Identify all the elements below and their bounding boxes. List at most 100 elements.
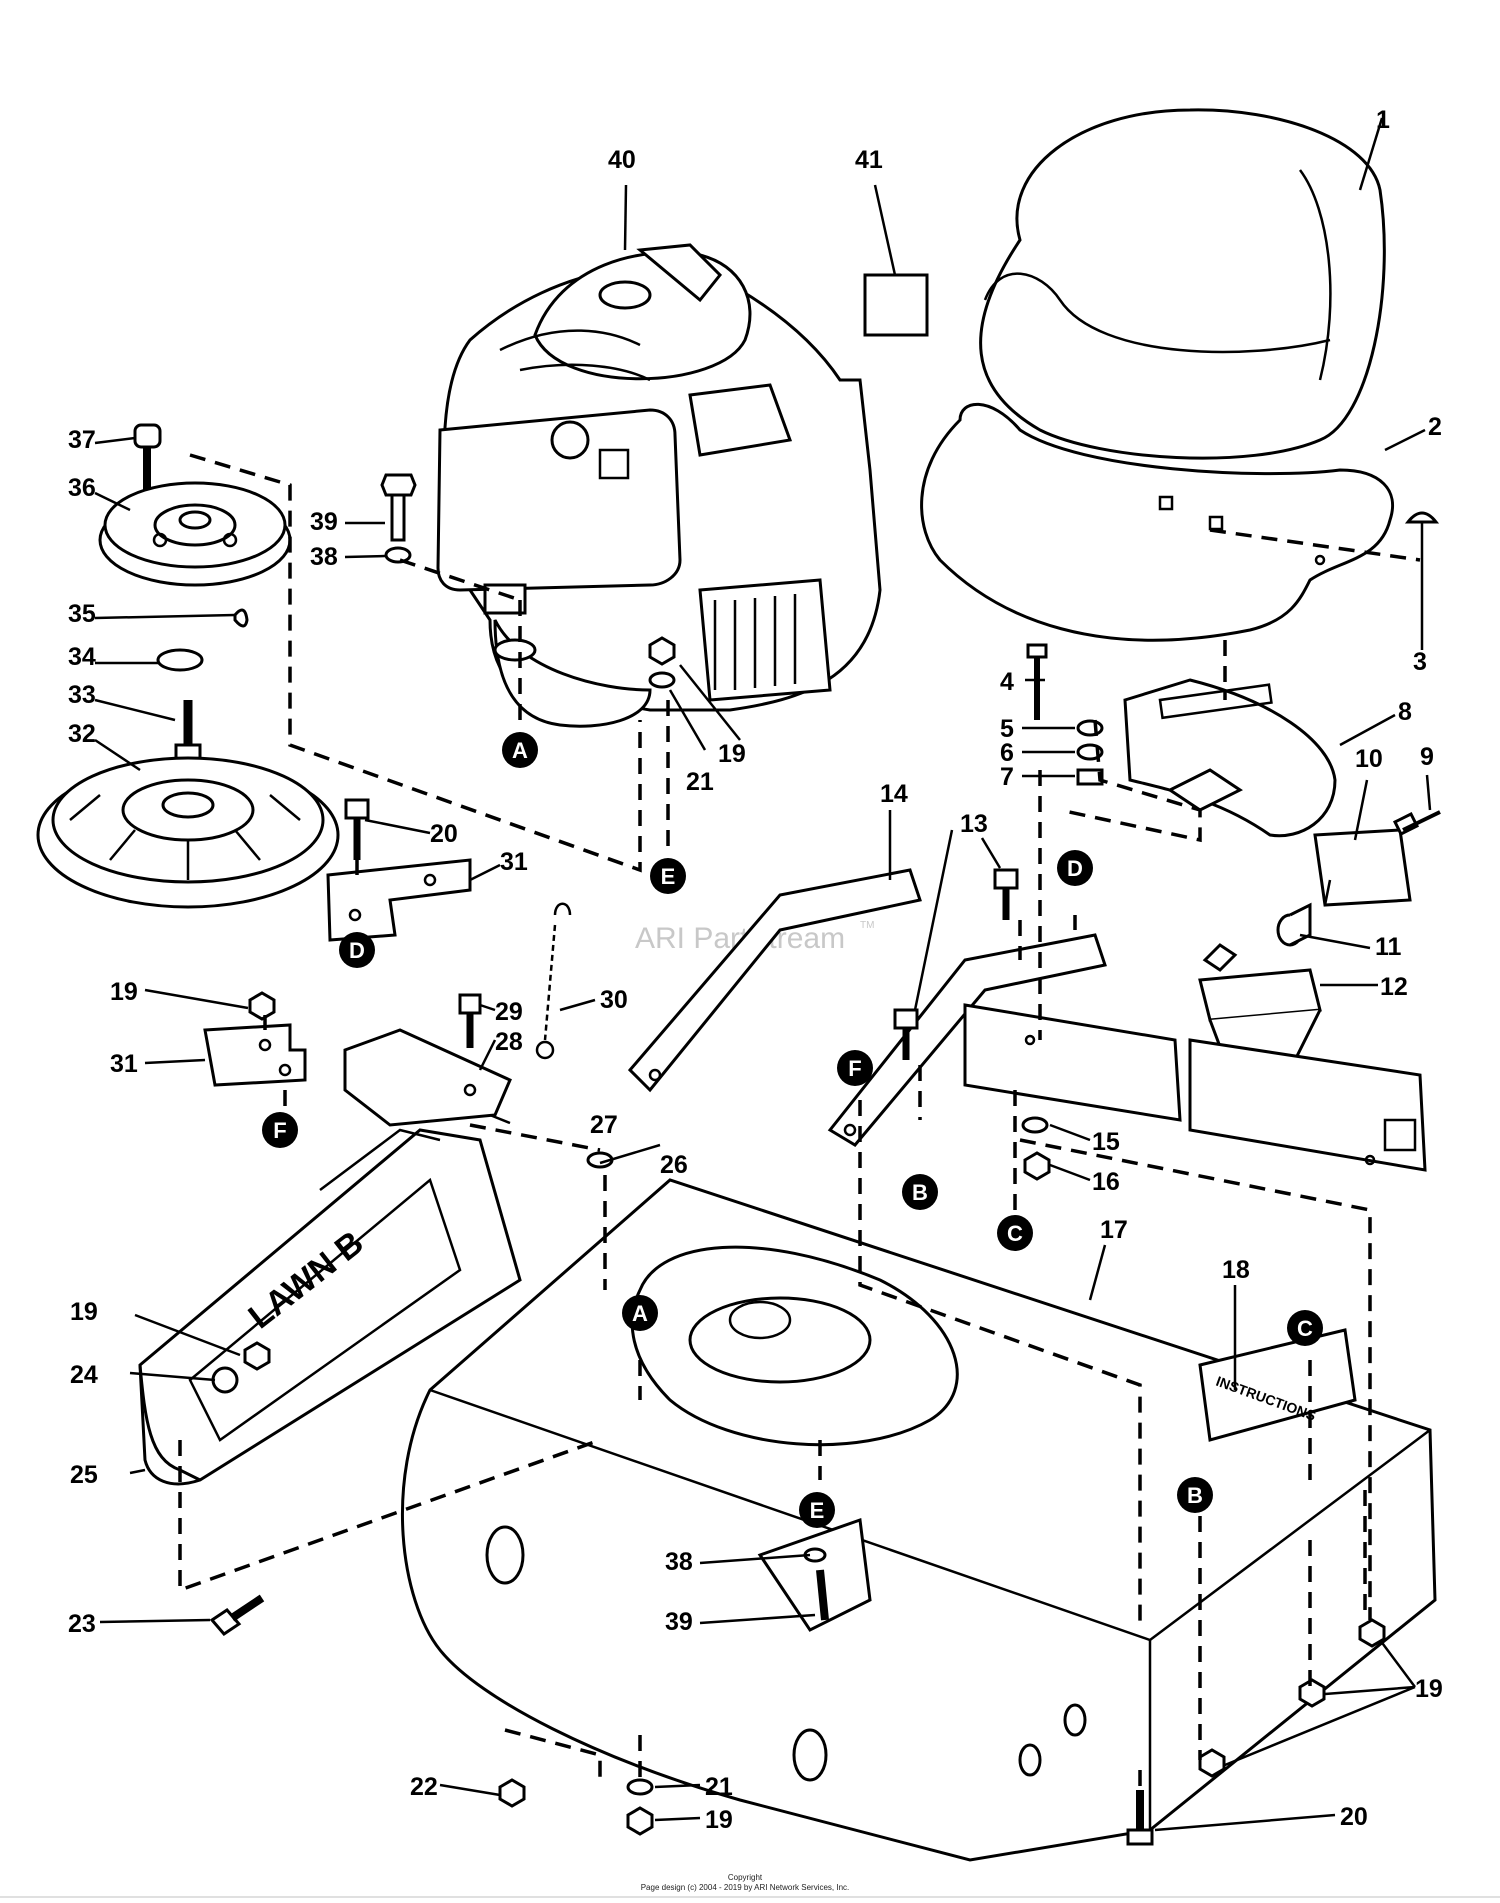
label-10: 10 [1355,745,1383,773]
label-23: 23 [68,1610,96,1638]
seat-bolt [1404,511,1440,565]
callout-D-frame: D [1057,850,1093,886]
frame-rail-14 [627,868,922,1093]
belt-guard: LAWN B [138,1128,522,1486]
label-21-engine: 21 [686,768,714,796]
washer-21-lower [626,1778,654,1796]
copyright-heading: Copyright [728,1873,763,1882]
plate-31-upper [326,858,472,942]
label-35: 35 [68,600,96,628]
label-27: 27 [590,1111,618,1139]
label-31-upper: 31 [500,848,528,876]
nut-22 [498,1778,526,1808]
engine-bolt [380,473,417,542]
label-6: 6 [1000,739,1014,767]
copyright-text: Page design (c) 2004 - 2019 by ARI Netwo… [641,1883,850,1892]
label-20-lower: 20 [1340,1803,1368,1831]
assembly-lines [178,453,1421,1790]
label-20-upper: 20 [430,820,458,848]
label-33: 33 [68,681,96,709]
nut-19-lower [626,1806,654,1836]
label-19-engine: 19 [718,740,746,768]
label-8: 8 [1398,698,1412,726]
svg-text:A: A [632,1301,648,1326]
seat-spring-bracket [1123,678,1337,838]
leader-lines [94,117,1432,1832]
nut-16 [1023,1151,1051,1181]
svg-text:B: B [1187,1483,1203,1508]
bolt-20-upper [344,798,370,860]
plate-31-lower [203,1023,307,1087]
part-number-labels: 1 2 3 4 5 6 7 8 9 10 11 12 13 14 15 16 1… [68,106,1443,1834]
svg-text:E: E [661,864,676,889]
label-14: 14 [880,780,908,808]
svg-text:B: B [912,1180,928,1205]
label-32: 32 [68,720,96,748]
callout-A-deck: A [622,1295,658,1331]
bolt-29 [458,993,482,1048]
label-13: 13 [960,810,988,838]
plate-27 [343,1028,512,1127]
label-22: 22 [410,1773,438,1801]
label-4: 4 [1000,668,1014,696]
pulley-key [233,608,249,628]
label-16: 16 [1092,1168,1120,1196]
svg-text:F: F [273,1118,286,1143]
label-19-rear: 19 [1415,1675,1443,1703]
label-2: 2 [1428,413,1442,441]
label-3: 3 [1413,648,1427,676]
main-frame-tube [963,1003,1427,1172]
label-40: 40 [608,146,636,174]
seat-pan [920,402,1394,642]
label-29: 29 [495,998,523,1026]
callout-D-plate: D [339,932,375,968]
callout-E-deck: E [799,1492,835,1528]
spacer [1276,902,1312,947]
label-19-guard: 19 [70,1298,98,1326]
label-41: 41 [855,146,883,174]
label-31-lower: 31 [110,1050,138,1078]
engine [436,243,882,728]
engine-lock-washer [648,671,676,689]
label-39-deck: 39 [665,1608,693,1636]
nut-19-guard [243,1341,271,1371]
label-39-engine: 39 [310,508,338,536]
label-7: 7 [1000,763,1014,791]
label-18: 18 [1222,1256,1250,1284]
pulley-bolt [174,700,202,761]
nut-19-rear-a [1358,1618,1386,1648]
svg-text:D: D [349,938,365,963]
label-9: 9 [1420,743,1434,771]
label-28: 28 [495,1028,523,1056]
callout-C-frame: C [997,1215,1033,1251]
bolt-13-a [993,868,1019,920]
label-11: 11 [1375,933,1402,961]
callout-A-engine: A [502,732,538,768]
label-36: 36 [68,474,96,502]
callout-E-engine: E [650,858,686,894]
callout-B-deck: B [1177,1477,1213,1513]
callout-F-plate: F [262,1112,298,1148]
label-30: 30 [600,986,628,1014]
label-26: 26 [660,1151,688,1179]
label-12: 12 [1380,973,1408,1001]
nut-19-rear-c [1198,1748,1226,1778]
nut-19-left [248,991,276,1021]
watermark-trademark: TM [860,920,874,931]
pulley-washer [156,648,204,672]
engine-pulley [98,481,292,587]
label-17: 17 [1100,1216,1128,1244]
base-deck: INSTRUCTIONS [400,1178,1437,1862]
bracket-screw [1392,810,1441,837]
nut-19-rear-b [1298,1678,1326,1708]
label-15: 15 [1092,1128,1120,1156]
bolt-20-lower [1126,1790,1154,1846]
seat-cushion [979,108,1386,460]
pulley-cap-screw [133,423,162,490]
label-1: 1 [1376,106,1390,134]
switch-bracket [1313,828,1412,907]
washer-15 [1021,1116,1049,1134]
chain-30 [535,902,572,1060]
callout-C-deck: C [1287,1310,1323,1346]
frame-rail-13 [827,933,1107,1147]
